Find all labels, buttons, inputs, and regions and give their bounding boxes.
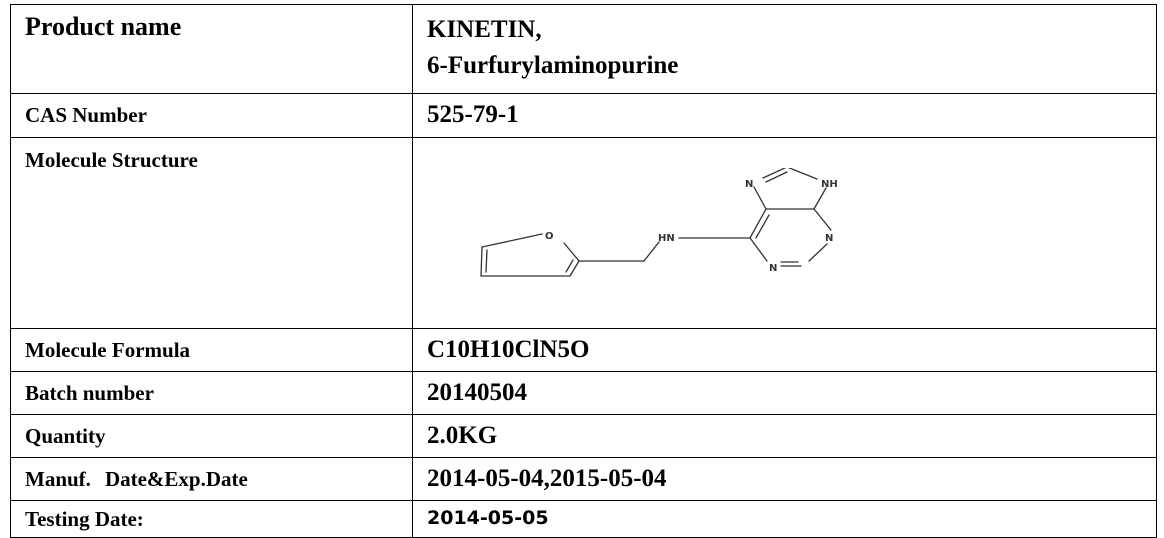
- molecule-structure-diagram: N NH HN O N N: [480, 168, 838, 277]
- bond-n7-c8-inner: [765, 171, 788, 183]
- atom-o-ring: O: [545, 231, 554, 242]
- quantity-label: Quantity: [10, 414, 413, 458]
- product-name-label: Product name: [10, 4, 413, 94]
- bond-furan-c3-c4-inner: [485, 249, 488, 273]
- bond-c1-c6-inner: [755, 214, 770, 239]
- row-manuf-exp-date: Manuf. Date&Exp.Date 2014-05-04,2015-05-0…: [10, 457, 1157, 501]
- bond-c1-c6: [749, 208, 767, 239]
- bond-furan-c1-c2: [569, 260, 580, 277]
- row-quantity: Quantity 2.0KG: [10, 414, 1157, 458]
- bond-furan-o-c1: [563, 242, 580, 262]
- atom-n-right: N: [825, 233, 833, 244]
- product-name-line-2: 6-Furfurylaminopurine: [427, 52, 679, 79]
- manuf-exp-date-label: Manuf. Date&Exp.Date: [10, 457, 413, 501]
- batch-number-value: 20140504: [412, 371, 1157, 415]
- manuf-label-part-2: Date&Exp.Date: [104, 466, 248, 491]
- bond-n3-c2: [813, 208, 832, 231]
- product-name-line-1: KINETIN,: [427, 16, 542, 43]
- product-spec-table: Product name KINETIN, 6-Furfurylaminopur…: [10, 4, 1157, 538]
- testing-date-label: Testing Date:: [10, 500, 413, 538]
- testing-date-value: 2014-05-05: [412, 500, 1157, 538]
- cas-number-label: CAS Number: [10, 93, 413, 138]
- bond-furan-c3-c4: [480, 246, 483, 277]
- molecule-structure-label: Molecule Structure: [10, 137, 413, 329]
- molecule-formula-label: Molecule Formula: [10, 328, 413, 372]
- quantity-value: 2.0KG: [412, 414, 1157, 458]
- row-testing-date: Testing Date: 2014-05-05: [10, 500, 1157, 538]
- bond-furan-c4-o: [481, 233, 543, 248]
- bond-n7-c8: [762, 168, 787, 179]
- row-molecule-structure: Molecule Structure: [10, 137, 1157, 329]
- manuf-exp-date-value: 2014-05-04,2015-05-04: [412, 457, 1157, 501]
- bond-furan-c1-c2-inner: [565, 259, 574, 273]
- atom-hn-linker: HN: [658, 233, 675, 244]
- bond-ch2-nh: [643, 241, 660, 262]
- bond-c8-nh9: [787, 168, 818, 180]
- molecule-formula-value: C10H10ClN5O: [412, 328, 1157, 372]
- row-product-name: Product name KINETIN, 6-Furfurylaminopur…: [10, 4, 1157, 94]
- row-molecule-formula: Molecule Formula C10H10ClN5O: [10, 328, 1157, 372]
- bond-c2-nh9: [813, 187, 827, 210]
- atom-nh-top: NH: [821, 179, 838, 190]
- bond-c4-n3: [808, 243, 828, 262]
- molecule-structure-cell: N NH HN O N N: [412, 137, 1157, 329]
- product-name-value: KINETIN, 6-Furfurylaminopurine: [412, 4, 1157, 94]
- bond-c1-n7: [753, 186, 767, 210]
- row-cas-number: CAS Number 525-79-1: [10, 93, 1157, 138]
- bond-c6-n5: [749, 237, 768, 262]
- manuf-label-part-1: Manuf.: [25, 466, 91, 491]
- atom-n-bottom: N: [769, 263, 777, 274]
- row-batch-number: Batch number 20140504: [10, 371, 1157, 415]
- batch-number-label: Batch number: [10, 371, 413, 415]
- cas-number-value: 525-79-1: [412, 93, 1157, 138]
- atom-n-top: N: [745, 179, 753, 190]
